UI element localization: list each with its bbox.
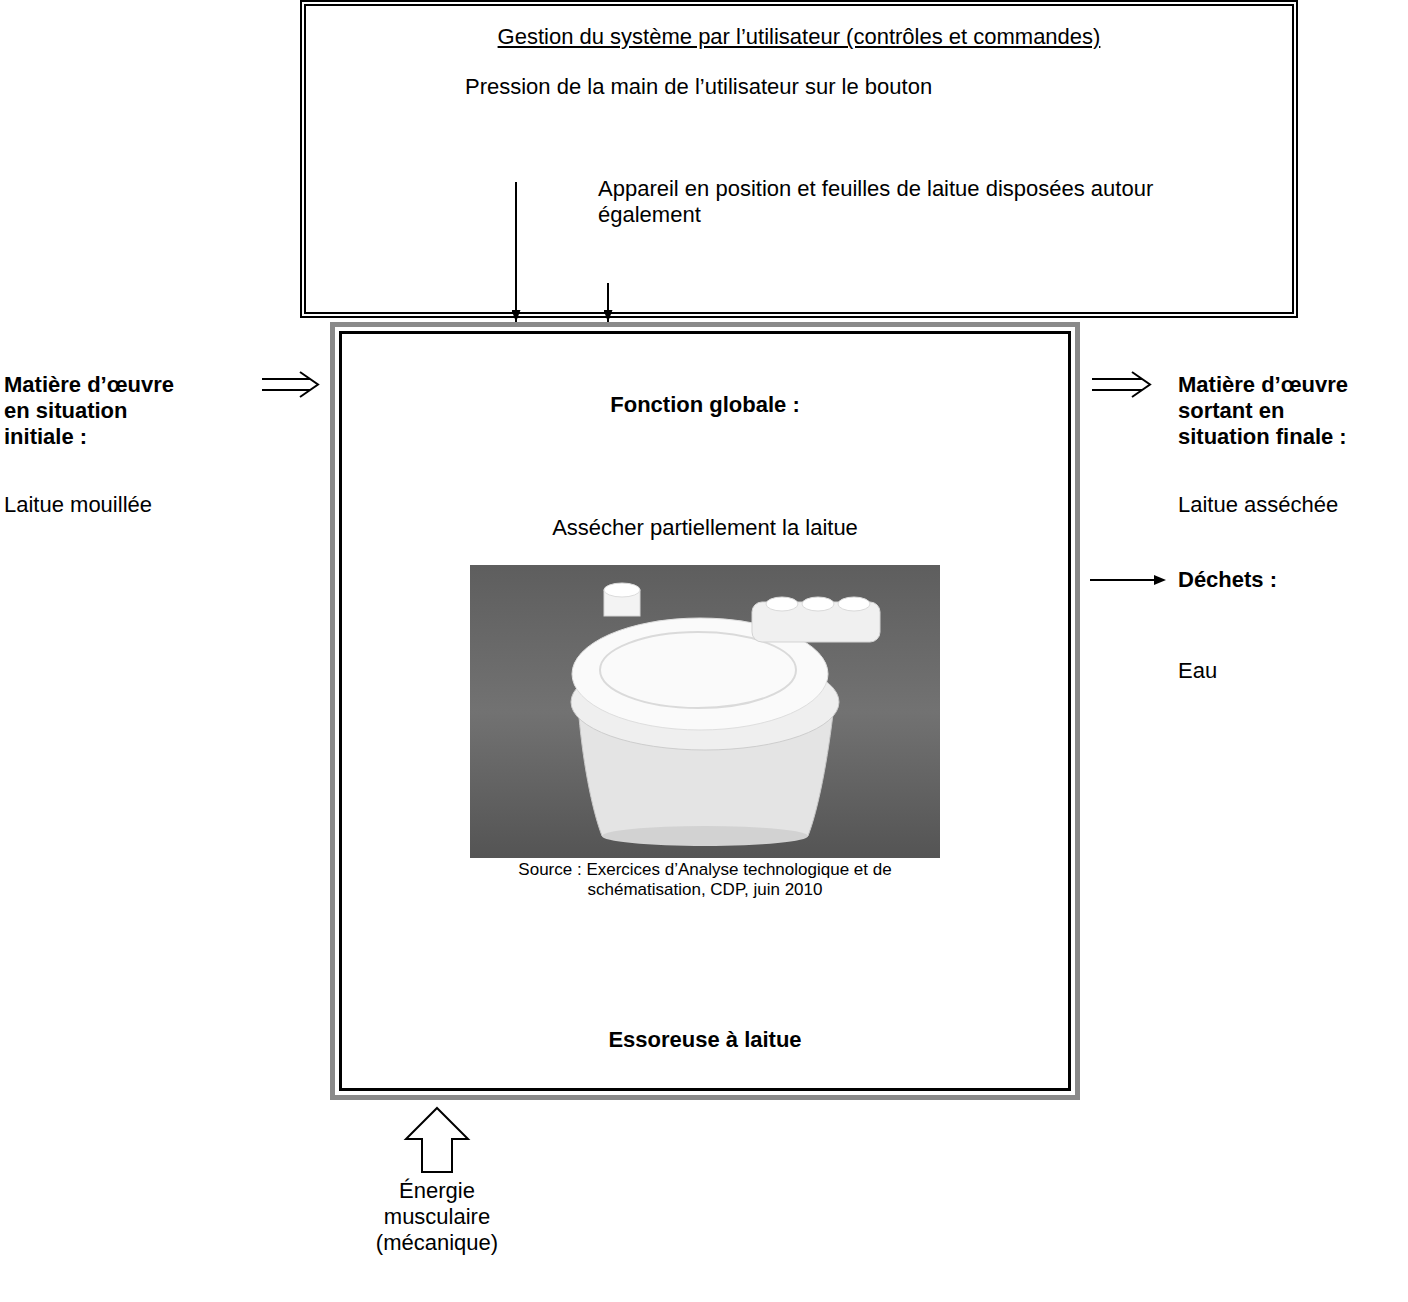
salad-spinner-photo [470, 565, 940, 858]
spinner-base [602, 826, 808, 846]
system-box: Fonction globale : Assécher partiellement… [330, 322, 1080, 1100]
input-double-arrow [262, 372, 318, 397]
output-matter: Laitue asséchée [1178, 492, 1398, 518]
control-arrow [515, 182, 517, 322]
source-caption: Source : Exercices d’Analyse technologiq… [495, 860, 915, 900]
spinner-knob-top [604, 583, 640, 597]
arrow-line [262, 389, 310, 391]
inner-border [339, 331, 1071, 1091]
control-input: Appareil en position et feuilles de lait… [598, 176, 1198, 228]
arrow-head [300, 372, 318, 397]
input-matter: Laitue mouillée [4, 492, 224, 518]
spinner-lid-ring [600, 632, 796, 708]
function-text: Assécher partiellement la laitue [335, 515, 1075, 541]
waste-matter: Eau [1178, 658, 1378, 684]
arrow-line [262, 378, 310, 380]
energy-block-arrow [406, 1108, 468, 1172]
energy-label: Énergie musculaire (mécanique) [367, 1178, 507, 1256]
handle-bump [802, 597, 834, 611]
waste-heading: Déchets : [1178, 567, 1378, 593]
function-heading: Fonction globale : [335, 392, 1075, 418]
control-box: Gestion du système par l’utilisateur (co… [300, 0, 1298, 318]
output-double-arrow [1092, 372, 1150, 397]
photo-background [470, 565, 940, 858]
input-heading: Matière d’œuvre en situation initiale : [4, 372, 189, 450]
arrow-line [1092, 389, 1142, 391]
arrow-head [1154, 575, 1166, 585]
output-heading: Matière d’œuvre sortant en situation fin… [1178, 372, 1378, 450]
arrow-line [1090, 579, 1156, 581]
control-heading: Gestion du système par l’utilisateur (co… [306, 24, 1292, 50]
handle-bump [838, 597, 870, 611]
control-input: Pression de la main de l’utilisateur sur… [465, 74, 1105, 100]
handle-bump [766, 597, 798, 611]
system-name: Essoreuse à laitue [335, 1027, 1075, 1053]
waste-arrow [1090, 575, 1166, 585]
arrow-line [1092, 378, 1142, 380]
arrow-head [1132, 372, 1150, 397]
